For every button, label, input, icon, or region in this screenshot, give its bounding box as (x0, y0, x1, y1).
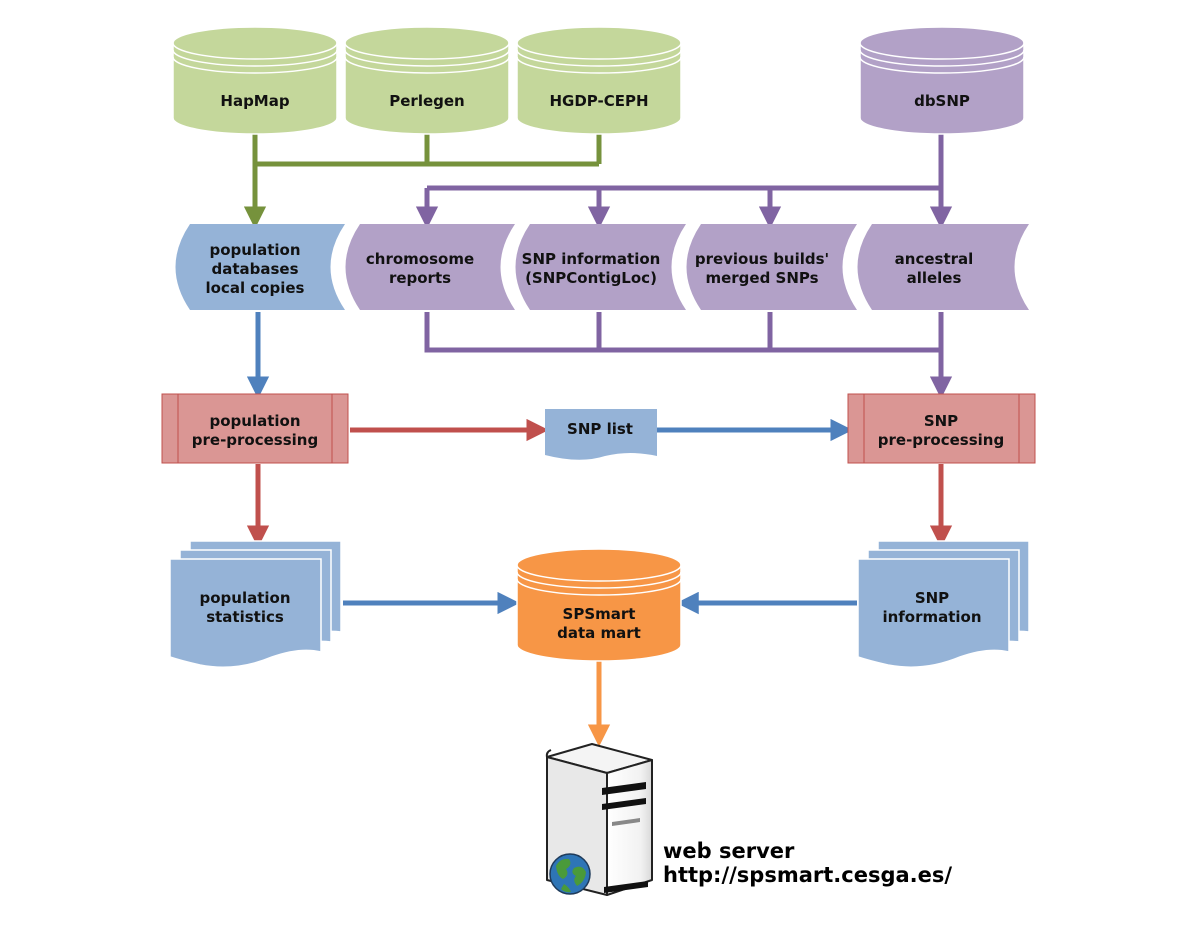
ancestral-alleles-line-1: ancestral (895, 250, 974, 268)
population-preprocessing-line-2: pre-processing (192, 431, 318, 449)
snp-information-line-2: (SNPContigLoc) (525, 269, 657, 287)
process-population-preprocessing: population pre-processing (161, 393, 349, 464)
hapmap-label: HapMap (220, 92, 289, 110)
document-snp-list: SNP list (545, 409, 657, 460)
ancestral-alleles-line-2: alleles (907, 269, 962, 287)
database-dbsnp: dbSNP (859, 26, 1025, 135)
snp-information-line-1: SNP information (522, 250, 661, 268)
stored-population-databases: population databases local copies (175, 224, 345, 310)
population-db-line-2: databases (211, 260, 298, 278)
population-db-line-3: local copies (205, 279, 304, 297)
snp-information-output-line-1: SNP (915, 589, 949, 607)
blue-red-orange-connectors (246, 312, 953, 747)
population-statistics-line-1: population (199, 589, 290, 607)
purple-connectors (415, 134, 953, 399)
web-server-label: web server (663, 839, 795, 863)
population-statistics-line-2: statistics (206, 608, 284, 626)
process-snp-preprocessing: SNP pre-processing (847, 393, 1036, 464)
population-db-line-1: population (209, 241, 300, 259)
dbsnp-label: dbSNP (914, 92, 970, 110)
snp-list-label: SNP list (567, 420, 633, 438)
green-connectors (243, 134, 602, 229)
multidocument-snp-information: SNP information (857, 540, 1030, 668)
data-mart-line-1: SPSmart (563, 605, 636, 623)
snp-preprocessing-line-1: SNP (924, 412, 958, 430)
hgdp-label: HGDP-CEPH (549, 92, 648, 110)
globe-icon (549, 853, 591, 895)
stored-ancestral-alleles: ancestral alleles (857, 224, 1029, 310)
stored-chromosome-reports: chromosome reports (345, 224, 515, 310)
collect-line (424, 312, 941, 353)
previous-builds-line-1: previous builds' (695, 250, 829, 268)
data-mart-line-2: data mart (557, 624, 641, 642)
stored-previous-builds: previous builds' merged SNPs (686, 224, 857, 310)
multidocument-population-statistics: population statistics (169, 540, 342, 668)
database-hapmap: HapMap (172, 26, 338, 135)
population-preprocessing-line-1: population (209, 412, 300, 430)
previous-builds-line-2: merged SNPs (705, 269, 818, 287)
database-hgdp-ceph: HGDP-CEPH (516, 26, 682, 135)
chromosome-reports-line-1: chromosome (366, 250, 474, 268)
perlegen-label: Perlegen (389, 92, 464, 110)
chromosome-reports-line-2: reports (389, 269, 451, 287)
database-perlegen: Perlegen (344, 26, 510, 135)
stored-snp-information: SNP information (SNPContigLoc) (515, 224, 686, 310)
web-server-url: http://spsmart.cesga.es/ (663, 863, 952, 887)
snp-information-output-line-2: information (882, 608, 981, 626)
snp-preprocessing-line-2: pre-processing (878, 431, 1004, 449)
database-spsmart-data-mart: SPSmart data mart (516, 548, 682, 662)
